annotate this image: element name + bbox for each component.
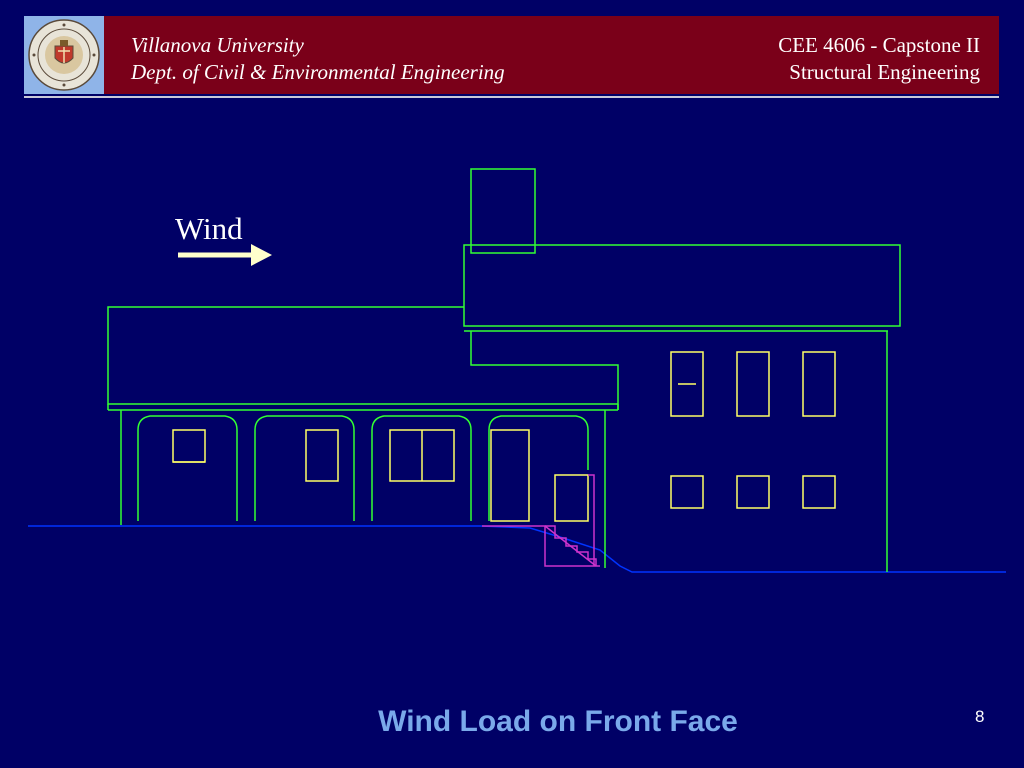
window: [305, 429, 339, 482]
side-door: [554, 474, 589, 522]
university-name: Villanova University: [131, 33, 304, 57]
door: [490, 429, 530, 522]
upper-roof: [463, 244, 901, 332]
window: [670, 475, 704, 509]
wind-label: Wind: [175, 211, 243, 246]
window: [802, 351, 836, 417]
institution-block: Villanova University Dept. of Civil & En…: [131, 32, 505, 86]
two-story-windows: [670, 351, 836, 509]
seal-emblem-icon: [28, 19, 100, 91]
header-divider: [24, 96, 999, 98]
course-block: CEE 4606 - Capstone II Structural Engine…: [778, 32, 980, 86]
course-subject: Structural Engineering: [789, 60, 980, 84]
ground-line: [28, 525, 1006, 573]
entry-stairs: [482, 474, 600, 567]
window: [802, 475, 836, 509]
porch-arcade: [120, 410, 589, 525]
university-seal-logo: [24, 16, 104, 94]
two-story-wall: [470, 331, 619, 410]
header-bar: [24, 16, 999, 94]
lower-roof: [107, 306, 619, 411]
wind-arrow-icon: [178, 244, 272, 266]
window: [736, 475, 770, 509]
window: [172, 429, 206, 463]
page-number: 8: [975, 707, 985, 726]
slide-title: Wind Load on Front Face: [378, 705, 738, 738]
window: [736, 351, 770, 417]
department-name: Dept. of Civil & Environmental Engineeri…: [131, 60, 505, 84]
porch-windows: [172, 429, 589, 522]
chimney: [470, 168, 536, 254]
window: [670, 351, 704, 417]
course-title: CEE 4606 - Capstone II: [778, 33, 980, 57]
